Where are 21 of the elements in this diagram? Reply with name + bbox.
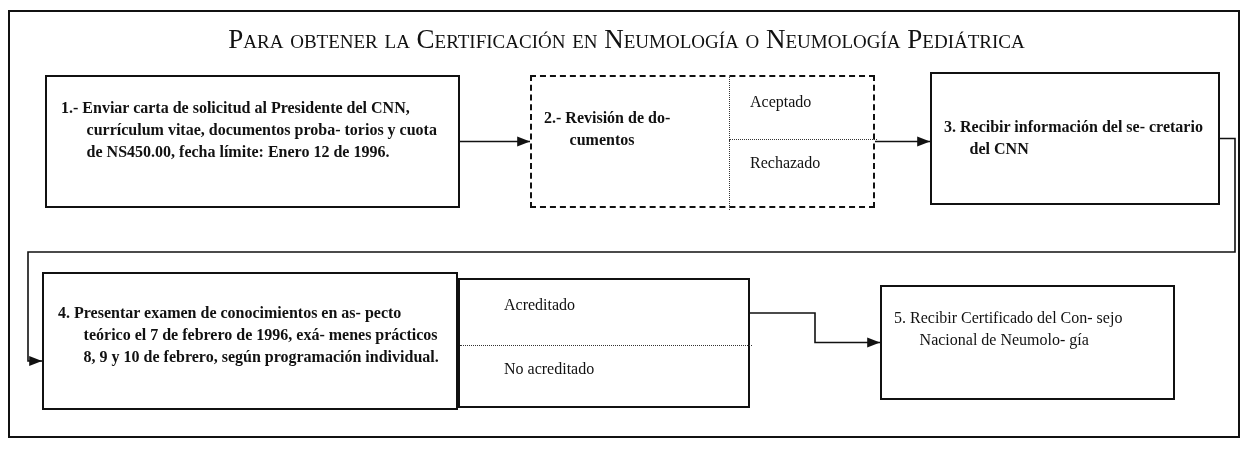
step-text: No acreditado [504, 359, 596, 379]
step-text: Aceptado [750, 92, 813, 113]
step-text: Acreditado [504, 295, 577, 315]
step-text: 4. Presentar examen de conocimientos en as- pecto teórico el 7 de febrero de 1996, exá- menes prácticos 8, 9 y 10 de febrero, según programación individual. [58, 303, 440, 368]
step-text: 3. Recibir información del se- cretario del CNN [944, 117, 1204, 159]
process-box [880, 285, 1175, 400]
option-cell [729, 77, 877, 140]
step-text: 2.- Revisión de do- cumentos [544, 108, 672, 150]
arrow [749, 312, 881, 348]
arrow [874, 136, 931, 147]
step-text: 1.- Enviar carta de solicitud al Presidente del CNN, currículum vitae, documentos proba- torios y cuota de NS450.00, fecha límite: Enero 12 de 1996. [61, 98, 438, 162]
outcome-box [458, 278, 750, 408]
process-box [42, 272, 458, 410]
title: Para obtener la Certificación en Neumología o Neumología Pediátrica [227, 24, 1026, 55]
arrow [27, 137, 1236, 367]
process-box [930, 72, 1220, 205]
process-box [530, 75, 875, 208]
process-box [45, 75, 460, 208]
step-text: 5. Recibir Certificado del Con- sejo Nacional de Neumolo- gía [894, 308, 1124, 351]
arrow [459, 136, 531, 147]
step-text: Rechazado [750, 153, 822, 173]
